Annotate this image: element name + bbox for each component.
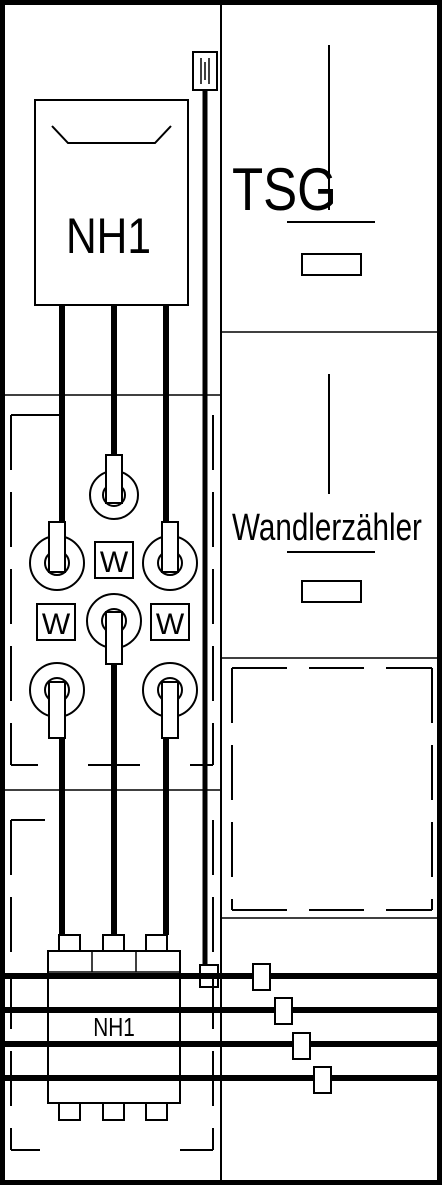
empty-compartment-dashed	[231, 667, 433, 911]
tsg-slot	[301, 253, 362, 276]
nh1-bottom-label-bg	[80, 1014, 148, 1040]
current-transformer-group	[29, 454, 198, 739]
nh1-bottom-terminals-bottom	[58, 1102, 168, 1121]
svg-text:W: W	[156, 608, 185, 641]
busbar-terminals	[252, 963, 332, 1094]
nh1-bottom-terminals-top	[58, 934, 168, 952]
nh1-top-label: NH1	[66, 208, 151, 264]
w-box-center: W	[94, 541, 134, 579]
tsg-label: TSG	[232, 156, 337, 223]
w-box-left: W	[36, 603, 76, 641]
w-box-right: W	[150, 603, 190, 641]
meter-slot	[301, 580, 362, 603]
phase-conductors-lower	[59, 664, 169, 935]
nh1-top-box	[34, 99, 189, 306]
wandlerzaehler-label: Wandlerzähler	[232, 507, 422, 549]
phase-conductors-upper	[59, 305, 169, 522]
busbars	[4, 973, 438, 1081]
lower-compartment-dashed	[10, 819, 214, 1151]
svg-text:W: W	[100, 546, 129, 579]
svg-text:W: W	[42, 608, 71, 641]
nh1-bottom-label: NH1	[93, 1013, 135, 1042]
nh1-bottom-inner-lines	[48, 951, 180, 973]
nh1-top-handle	[51, 125, 172, 144]
